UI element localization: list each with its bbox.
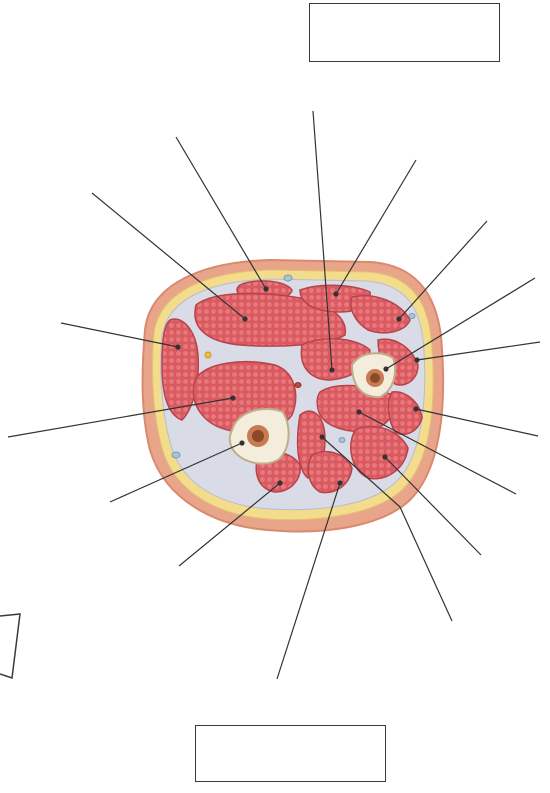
leader-line: [399, 221, 487, 319]
label-box-bottom[interactable]: [195, 725, 386, 782]
partial-label-box: [0, 614, 20, 678]
label-box-top[interactable]: [309, 3, 500, 62]
leader-line: [400, 507, 452, 621]
